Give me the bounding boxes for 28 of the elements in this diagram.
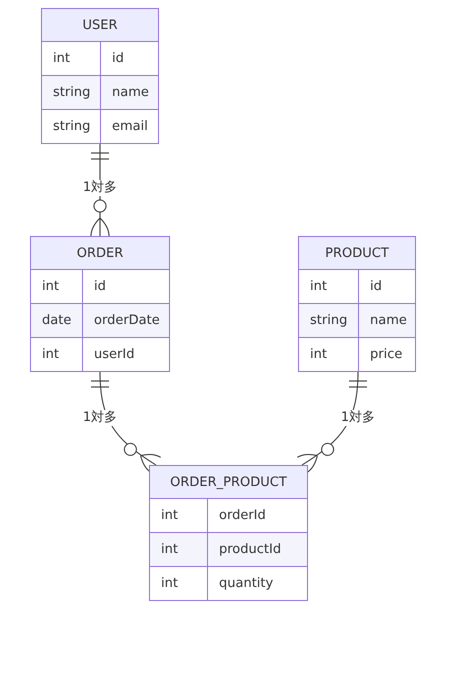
table-header: ORDER_PRODUCT — [150, 466, 307, 498]
attribute-type-cell: date — [31, 303, 83, 337]
attribute-name-cell: orderDate — [83, 303, 169, 337]
entity-table — [149, 465, 308, 601]
attribute-type-cell: string — [42, 75, 101, 109]
attribute-type-cell: int — [299, 337, 359, 371]
attribute-name-cell: name — [359, 303, 415, 337]
attribute-name-cell: productId — [208, 532, 307, 566]
edge-label: 1対多 — [82, 180, 118, 196]
relationship-line — [90, 144, 110, 236]
attribute-name-cell: email — [101, 109, 158, 143]
attribute-name-cell: name — [101, 75, 158, 109]
attribute-name-cell: quantity — [208, 566, 307, 600]
entity-table — [30, 236, 170, 372]
attribute-type-cell: int — [150, 566, 208, 600]
attribute-type-cell: int — [150, 532, 208, 566]
edge-label: 1対多 — [82, 410, 118, 426]
table-header: ORDER — [31, 237, 169, 269]
edge-label: 1対多 — [340, 410, 376, 426]
attribute-type-cell: string — [42, 109, 101, 143]
table-header: PRODUCT — [299, 237, 415, 269]
entity-table — [298, 236, 416, 372]
attribute-type-cell: int — [31, 337, 83, 371]
attribute-name-cell: userId — [83, 337, 169, 371]
table-header: USER — [42, 9, 158, 41]
attribute-type-cell: string — [299, 303, 359, 337]
entity-table — [41, 8, 159, 144]
attribute-name-cell: price — [359, 337, 415, 371]
